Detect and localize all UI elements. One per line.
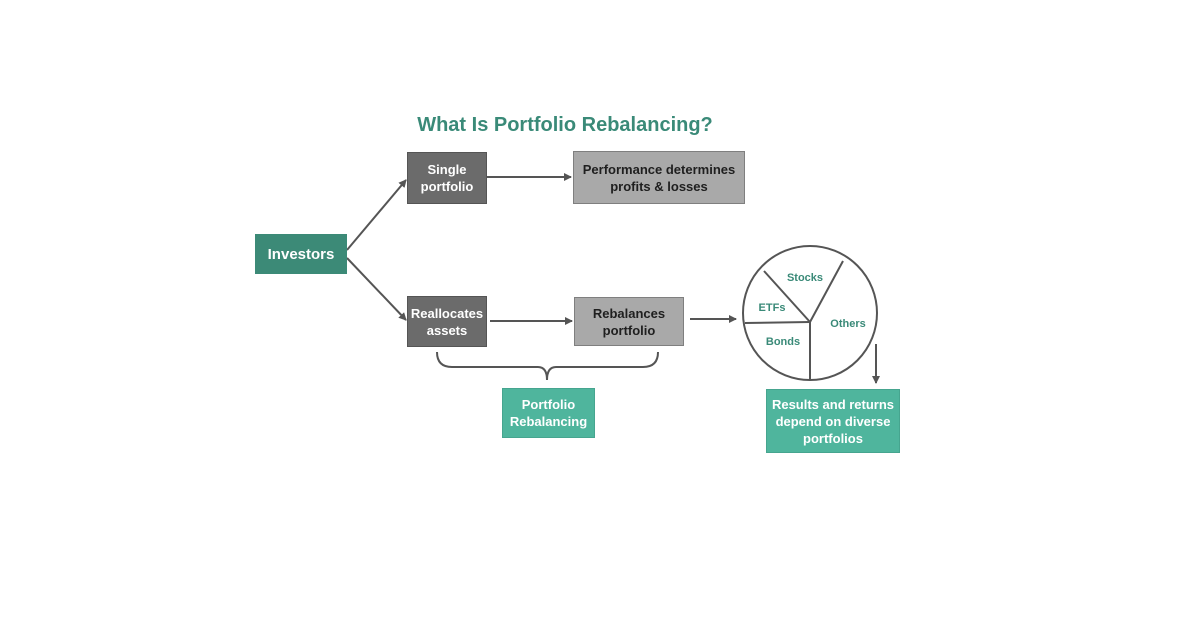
reallocates-assets-box: Reallocates assets — [407, 296, 487, 347]
diagram-title: What Is Portfolio Rebalancing? — [417, 114, 713, 136]
portfolio-rebalancing-box: Portfolio Rebalancing — [502, 388, 595, 438]
pie-divider-stocks-others — [809, 260, 844, 323]
pie-label-stocks: Stocks — [787, 272, 823, 284]
pie-divider-etfs-stocks — [763, 270, 811, 323]
brace-bracket — [436, 351, 659, 381]
pie-label-bonds: Bonds — [766, 336, 800, 348]
rebalances-portfolio-box: Rebalances portfolio — [574, 297, 684, 346]
pie-divider-etfs-bonds — [744, 321, 811, 324]
arrow-investors-to-single — [346, 179, 407, 251]
investors-box: Investors — [255, 234, 347, 274]
single-portfolio-box: Single portfolio — [407, 152, 487, 204]
pie-label-etfs: ETFs — [759, 302, 786, 314]
performance-box: Performance determines profits & losses — [573, 151, 745, 204]
results-box: Results and returns depend on diverse po… — [766, 389, 900, 453]
pie-label-others: Others — [830, 318, 865, 330]
arrow-investors-to-reallocates — [346, 257, 407, 321]
pie-chart: Stocks ETFs Others Bonds — [742, 245, 878, 381]
